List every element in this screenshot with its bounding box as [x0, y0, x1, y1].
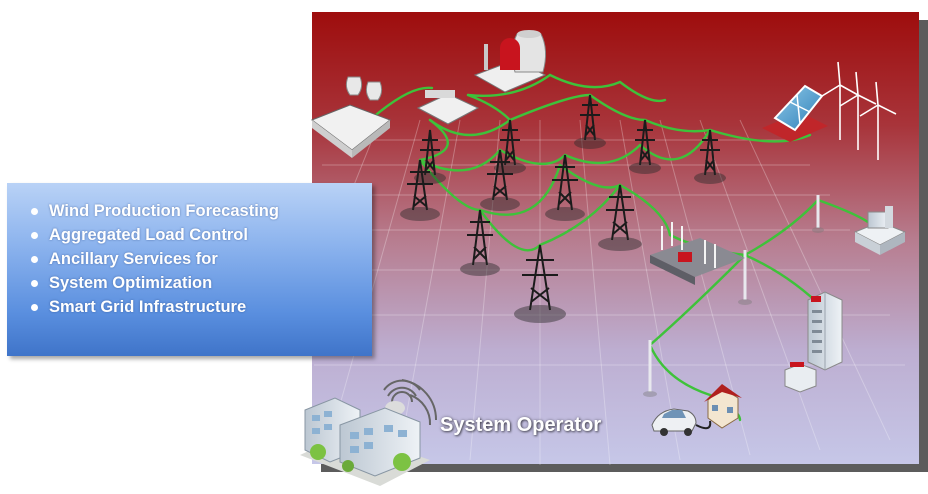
utility-poles — [643, 195, 824, 397]
electric-car-icon — [651, 408, 712, 436]
bullet-icon — [31, 208, 38, 215]
substation-icon — [650, 222, 745, 285]
list-item: Ancillary Services for — [29, 247, 372, 271]
pylon-icon — [545, 154, 585, 221]
substation-icon — [416, 90, 480, 125]
list-item: Smart Grid Infrastructure — [29, 295, 372, 319]
wind-turbine-icon — [821, 61, 897, 160]
services-callout: Wind Production Forecasting Aggregated L… — [7, 183, 372, 356]
grid-panel — [312, 12, 919, 464]
bullet-icon — [31, 304, 38, 311]
office-tower-icon — [784, 291, 843, 393]
pylon-icon — [694, 129, 726, 184]
pylon-icon — [574, 94, 606, 149]
list-item: Wind Production Forecasting — [29, 199, 372, 223]
pylon-icon — [598, 184, 642, 251]
house-icon — [704, 384, 742, 429]
control-center-icon — [300, 397, 430, 486]
bullet-icon — [31, 232, 38, 239]
bullet-icon — [31, 256, 38, 263]
nuclear-plant-icon — [473, 30, 547, 93]
pylon-icon — [629, 119, 661, 174]
factory-icon — [853, 206, 907, 255]
power-plant-icon — [310, 76, 392, 158]
pylon-icon — [400, 159, 440, 221]
list-item: System Optimization — [29, 271, 372, 295]
list-item: Aggregated Load Control — [29, 223, 372, 247]
services-list: Wind Production Forecasting Aggregated L… — [7, 183, 372, 319]
pylon-icon — [480, 149, 520, 211]
system-operator-label: System Operator — [440, 414, 602, 436]
bullet-icon — [31, 280, 38, 287]
pylons — [400, 94, 726, 323]
pylon-icon — [460, 209, 500, 276]
pylon-icon — [514, 244, 566, 323]
